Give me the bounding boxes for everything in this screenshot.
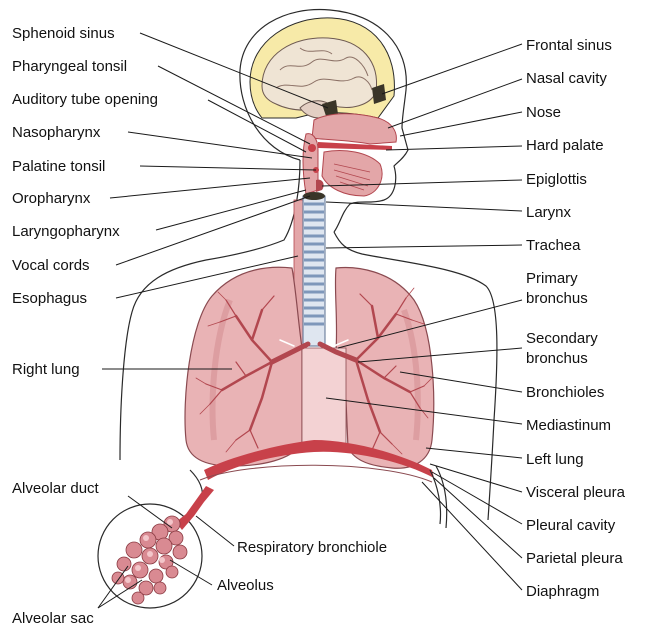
tonsil-dot: [308, 144, 316, 152]
leader-nasal-cavity: [388, 79, 522, 128]
leader-larynx: [326, 202, 522, 211]
label-nasal-cavity: Nasal cavity: [526, 70, 607, 87]
leader-palatine-tonsil: [140, 166, 316, 170]
label-diaphragm: Diaphragm: [526, 583, 599, 600]
respiratory-bronchiole-shape: [176, 486, 214, 530]
upper-airway: [303, 114, 396, 196]
labels-center: Respiratory bronchiole Alveolus: [217, 539, 387, 594]
label-pharyngeal-tonsil: Pharyngeal tonsil: [12, 58, 127, 75]
label-trachea: Trachea: [526, 237, 581, 254]
leader-left-lung: [426, 448, 522, 458]
label-auditory-tube-opening: Auditory tube opening: [12, 91, 158, 108]
label-epiglottis: Epiglottis: [526, 171, 587, 188]
alveolar-inset: [98, 486, 214, 608]
leader-nasopharynx: [128, 132, 312, 158]
leader-trachea: [326, 245, 522, 248]
label-bronchioles: Bronchioles: [526, 384, 604, 401]
leader-respiratory-bronchiole: [196, 516, 234, 546]
label-vocal-cords: Vocal cords: [12, 257, 90, 274]
label-alveolar-sac: Alveolar sac: [12, 610, 94, 627]
label-palatine-tonsil: Palatine tonsil: [12, 158, 105, 175]
label-primary-bronchus-line1: Primary: [526, 270, 578, 287]
pharynx-shape: [303, 134, 318, 194]
label-mediastinum: Mediastinum: [526, 417, 611, 434]
label-visceral-pleura: Visceral pleura: [526, 484, 626, 501]
label-secondary-bronchus-line2: bronchus: [526, 350, 588, 367]
leader-hard-palate: [386, 146, 522, 150]
label-sphenoid-sinus: Sphenoid sinus: [12, 25, 115, 42]
oral-cavity-shape: [322, 151, 382, 197]
label-larynx: Larynx: [526, 204, 572, 221]
nasal-cavity-shape: [312, 114, 396, 144]
label-left-lung: Left lung: [526, 451, 584, 468]
larynx-top: [303, 192, 325, 200]
right-lung-shape: [185, 267, 302, 466]
label-right-lung: Right lung: [12, 361, 80, 378]
brain: [250, 18, 394, 118]
leader-oropharynx: [110, 178, 310, 198]
label-oropharynx: Oropharynx: [12, 190, 91, 207]
label-nasopharynx: Nasopharynx: [12, 124, 101, 141]
label-respiratory-bronchiole: Respiratory bronchiole: [237, 539, 387, 556]
label-alveolus: Alveolus: [217, 577, 274, 594]
label-laryngopharynx: Laryngopharynx: [12, 223, 120, 240]
label-hard-palate: Hard palate: [526, 137, 604, 154]
label-pleural-cavity: Pleural cavity: [526, 517, 616, 534]
leader-nose: [400, 112, 522, 136]
label-frontal-sinus: Frontal sinus: [526, 37, 612, 54]
leader-vocal-cords: [116, 196, 310, 265]
leader-diaphragm: [422, 482, 522, 590]
label-secondary-bronchus-line1: Secondary: [526, 330, 598, 347]
labels-right: Frontal sinus Nasal cavity Nose Hard pal…: [526, 37, 626, 600]
label-primary-bronchus-line2: bronchus: [526, 290, 588, 307]
label-nose: Nose: [526, 104, 561, 121]
label-alveolar-duct: Alveolar duct: [12, 480, 100, 497]
label-parietal-pleura: Parietal pleura: [526, 550, 623, 567]
label-esophagus: Esophagus: [12, 290, 87, 307]
